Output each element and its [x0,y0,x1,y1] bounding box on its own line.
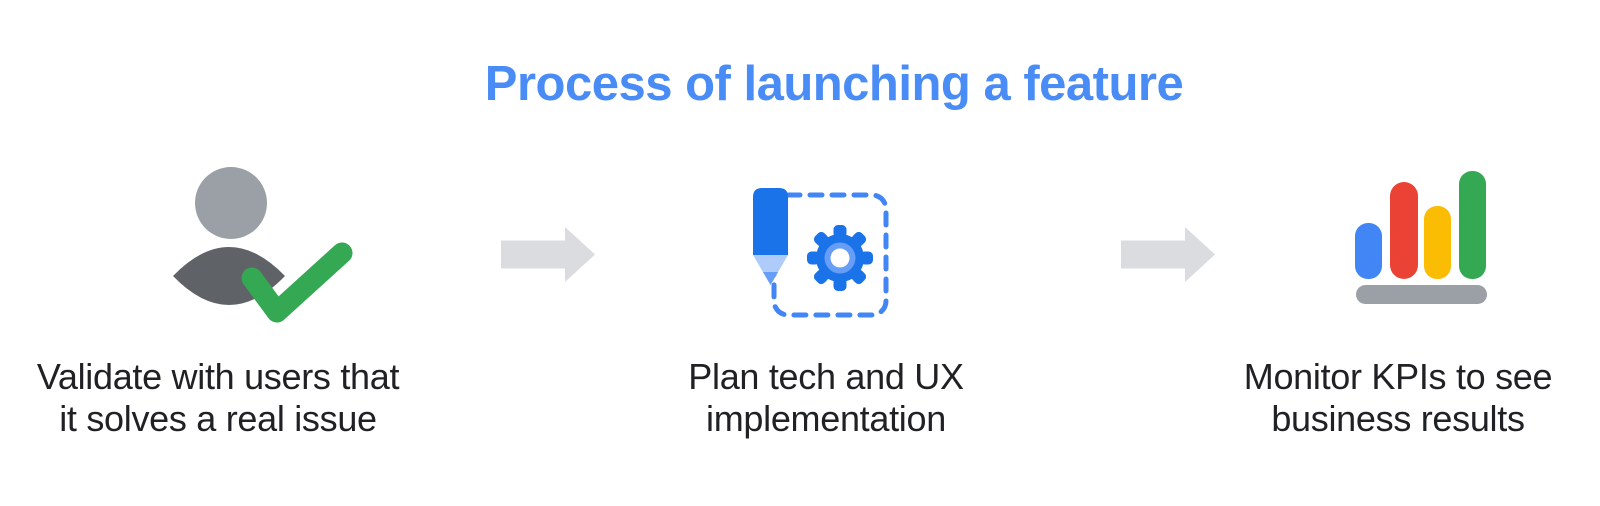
checkmark-icon [241,242,353,323]
pencil-icon [753,188,788,285]
caption-line: business results [1271,398,1525,439]
caption-line: implementation [706,398,946,439]
pencil-and-gear-icon [753,188,889,318]
page-title: Process of launching a feature [484,57,1184,111]
bar-yellow [1424,206,1451,279]
caption-line: Plan tech and UX [688,356,964,397]
step-caption-monitor: Monitor KPIs to see business results [1243,356,1553,440]
bar-chart-icon [1355,171,1487,304]
bar-red [1390,182,1418,279]
caption-line: it solves a real issue [59,398,377,439]
arrow-right-icon [1121,227,1215,282]
bar-chart-base [1356,285,1487,304]
user-with-checkmark-icon [173,167,353,323]
gear-icon [807,225,873,291]
step-caption-validate: Validate with users that it solves a rea… [36,356,400,440]
caption-line: Validate with users that [36,356,400,397]
caption-line: Monitor KPIs to see [1243,356,1553,397]
arrow-right-icon [501,227,595,282]
bar-blue [1355,223,1382,279]
person-head [195,167,267,239]
bar-green [1459,171,1486,279]
step-caption-plan: Plan tech and UX implementation [688,356,964,440]
